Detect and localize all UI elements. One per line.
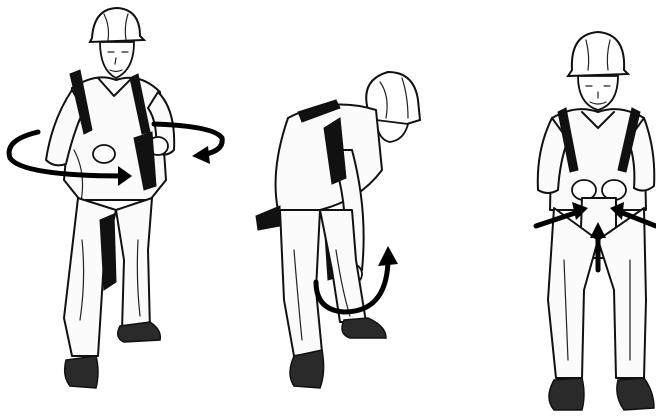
worker-bending-reaching-leg-strap [240,0,430,419]
figure-step-3 [520,0,656,419]
figure-step-1 [0,0,230,419]
hard-hat-icon [568,32,628,76]
dorsal-strap-end [256,206,280,230]
figure-step-2 [240,0,430,419]
worker-buckling-chest-front [520,0,656,419]
worker-standing-threading-strap [0,0,230,419]
hard-hat-icon [90,8,144,42]
